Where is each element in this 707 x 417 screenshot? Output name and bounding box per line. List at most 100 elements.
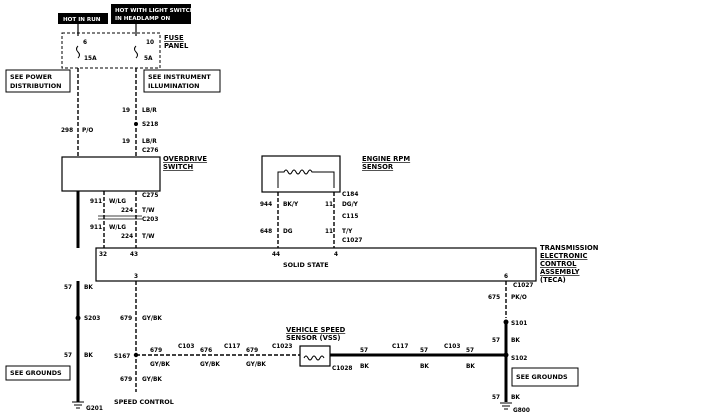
wire-911b-number: 911: [90, 225, 102, 231]
wire-57b-color: BK: [84, 353, 93, 359]
connector-c184: C184: [342, 192, 358, 198]
wire-19b-color: LB/R: [142, 139, 157, 145]
wire-648-color: DG: [283, 229, 293, 235]
teca-pin-6: 6: [504, 274, 508, 280]
teca-pin-32: 32: [99, 252, 107, 258]
wire-911b-color: W/LG: [109, 225, 126, 231]
wire-679a-number: 679: [120, 316, 132, 322]
wire-57g-number: 57: [492, 395, 500, 401]
connector-c117-right: C117: [392, 344, 408, 350]
wire-648-number: 648: [260, 229, 272, 235]
wire-224a-color: T/W: [142, 208, 155, 214]
connector-c103-right: C103: [444, 344, 460, 350]
ground-g800: G800: [513, 408, 530, 414]
wire-675-number: 675: [488, 295, 500, 301]
splice-s102-dot: [503, 352, 509, 358]
connector-c1028: C1028: [332, 366, 352, 372]
wire-298-number: 298: [61, 128, 73, 134]
splice-s101: S101: [511, 321, 527, 327]
engine-rpm-sensor-box: [261, 155, 341, 193]
teca-label-1: TRANSMISSION: [540, 244, 599, 252]
rpm-label-1: ENGINE RPM: [362, 155, 410, 163]
wire-11a-color: DG/Y: [342, 202, 359, 208]
connector-c1027-top: C1027: [342, 238, 362, 244]
wire-679d-number: 679: [246, 348, 258, 354]
hot-with-light-text-1: HOT WITH LIGHT SWITCH: [115, 8, 195, 14]
see-grounds-right: SEE GROUNDS: [516, 373, 568, 381]
ground-g201: G201: [86, 406, 103, 412]
see-instrument-illumination-box: [143, 69, 221, 93]
wire-57e-number: 57: [466, 348, 474, 354]
teca-pin-44: 44: [272, 252, 280, 258]
hot-in-run-text: HOT IN RUN: [63, 17, 101, 23]
connector-c103-left: C103: [178, 344, 194, 350]
see-instr-line-1: SEE INSTRUMENT: [148, 73, 211, 81]
wire-679c-number: 679: [150, 348, 162, 354]
fuse-right-amp: 5A: [144, 56, 153, 62]
teca-label-2: ELECTRONIC: [540, 252, 587, 260]
rpm-label-2: SENSOR: [362, 163, 394, 171]
splice-s167: S167: [114, 354, 130, 360]
see-instr-line-2: ILLUMINATION: [148, 82, 200, 90]
fuse-right-number: 10: [146, 40, 154, 46]
see-power-line-1: SEE POWER: [10, 73, 52, 81]
fuse-panel-label-2: PANEL: [164, 42, 189, 50]
wire-57c-color: BK: [360, 364, 369, 370]
speed-control-label: SPEED CONTROL: [114, 398, 174, 406]
vss-label-1: VEHICLE SPEED: [286, 326, 346, 334]
teca-inner-label: SOLID STATE: [283, 261, 329, 269]
see-power-distribution-box: [5, 69, 71, 93]
wire-679b-number: 679: [120, 377, 132, 383]
wire-675-color: PK/O: [511, 295, 527, 301]
see-grounds-left: SEE GROUNDS: [10, 369, 62, 377]
see-power-line-2: DISTRIBUTION: [10, 82, 62, 90]
fuse-left-icon: [76, 45, 80, 59]
hot-with-light-box: [111, 4, 191, 24]
wire-19b-number: 19: [122, 139, 130, 145]
splice-s203: S203: [84, 316, 100, 322]
see-grounds-right-box: [511, 367, 579, 387]
wire-944-number: 944: [260, 202, 272, 208]
ground-g800-icon: [500, 402, 512, 410]
teca-label-5: (TECA): [540, 276, 566, 284]
wire-944-color: BK/Y: [283, 202, 299, 208]
wire-19a-number: 19: [122, 108, 130, 114]
fuse-panel-label-1: FUSE: [164, 34, 184, 42]
overdrive-label-1: OVERDRIVE: [163, 155, 207, 163]
wire-224a-number: 224: [121, 208, 133, 214]
wire-57f-number: 57: [492, 338, 500, 344]
splice-s102: S102: [511, 356, 527, 362]
wire-679b-color: GY/BK: [142, 377, 162, 383]
wire-57a-color: BK: [84, 285, 93, 291]
splice-s203-dot: [75, 315, 81, 321]
wire-57a-number: 57: [64, 285, 72, 291]
overdrive-switch-box: [61, 156, 161, 192]
teca-pin-3: 3: [134, 274, 138, 280]
wire-57g-color: BK: [511, 395, 520, 401]
wire-57f-color: BK: [511, 338, 520, 344]
connector-c115: C115: [342, 214, 358, 220]
connector-c117-left: C117: [224, 344, 240, 350]
wire-11b-color: T/Y: [342, 229, 353, 235]
wire-57e-color: BK: [466, 364, 475, 370]
fuse-panel-box: [61, 32, 161, 69]
wire-224b-number: 224: [121, 234, 133, 240]
connector-c1027-bottom: C1027: [513, 283, 533, 289]
fuse-left-amp: 15A: [84, 56, 97, 62]
wire-676-number: 676: [200, 348, 212, 354]
overdrive-label-2: SWITCH: [163, 163, 194, 171]
wire-911a-number: 911: [90, 199, 102, 205]
teca-pin-43: 43: [130, 252, 138, 258]
wire-224b-color: T/W: [142, 234, 155, 240]
teca-module-box: [95, 247, 537, 282]
wire-57d-color: BK: [420, 364, 429, 370]
ground-g201-icon: [72, 401, 84, 409]
wire-11b-number: 11: [325, 229, 333, 235]
splice-s218-dot: [134, 122, 138, 126]
fuse-left-number: 6: [83, 40, 87, 46]
wire-57c-number: 57: [360, 348, 368, 354]
teca-label-3: CONTROL: [540, 260, 577, 268]
wire-298-color: P/O: [82, 128, 93, 134]
vss-label-2: SENSOR (VSS): [286, 334, 340, 342]
